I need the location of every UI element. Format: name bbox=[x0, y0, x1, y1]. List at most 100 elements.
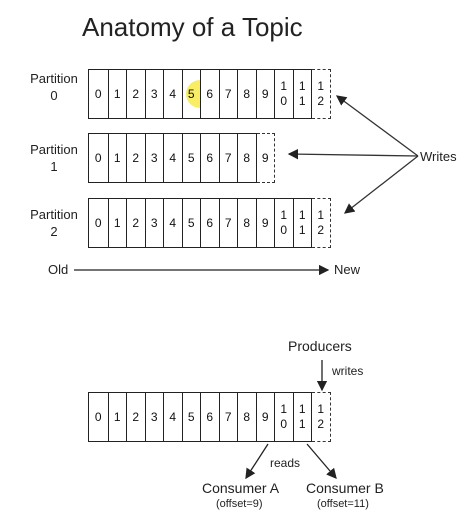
partition-2-offset-text: 1 bbox=[298, 223, 306, 237]
partition-1-offset-cell: 4 bbox=[163, 133, 182, 183]
partition-0-offset-text: 5 bbox=[187, 86, 195, 101]
consumer-b-name: Consumer B bbox=[306, 480, 384, 496]
new-label: New bbox=[334, 262, 361, 277]
consumer-log-offset-text: 0 bbox=[94, 409, 102, 424]
partition-1-offset-text: 1 bbox=[113, 150, 121, 165]
partition-1-offset-text: 7 bbox=[224, 150, 232, 165]
partition-1-offset-text: 2 bbox=[132, 150, 140, 165]
partition-1-offset-cell: 1 bbox=[107, 133, 126, 183]
partition-0-offset-text: 3 bbox=[150, 86, 158, 101]
partition-0-label: Partition 0 bbox=[22, 70, 86, 104]
partition-0-offset-text: 9 bbox=[261, 86, 269, 101]
partition-1-offset-text: 4 bbox=[169, 150, 177, 165]
partition-0-offset-text: 7 bbox=[224, 86, 232, 101]
partition-2-offset-text: 3 bbox=[150, 215, 158, 230]
partition-2-offset-cell: 9 bbox=[255, 198, 274, 248]
partition-2-label-line2: 2 bbox=[50, 224, 58, 239]
consumer-log-offset-cell: 6 bbox=[200, 392, 219, 442]
partition-1-offset-cell: 3 bbox=[144, 133, 163, 183]
consumer-log-offset-cell: 5 bbox=[181, 392, 200, 442]
partition-1-offset-cell: 6 bbox=[200, 133, 219, 183]
producers-label: Producers bbox=[288, 338, 352, 354]
partition-0-offset-text: 1 bbox=[298, 94, 306, 108]
partition-0-offset-cell: 0 bbox=[88, 69, 108, 119]
old-label: Old bbox=[48, 262, 69, 277]
partition-2-offset-text: 0 bbox=[94, 215, 102, 230]
consumer-log-offset-text: 0 bbox=[280, 417, 288, 431]
partition-0-offset-text: 1 bbox=[113, 86, 121, 101]
partition-2-offset-text: 6 bbox=[206, 215, 214, 230]
partition-0-label-line1: Partition bbox=[30, 71, 78, 86]
partition-0-offset-cell: 6 bbox=[200, 69, 219, 119]
consumer-a-offset: (offset=9) bbox=[216, 498, 263, 510]
partition-2-next-offset-text: 2 bbox=[317, 223, 325, 237]
partition-2-offset-text: 5 bbox=[187, 215, 195, 230]
partition-0-offset-cell: 2 bbox=[126, 69, 145, 119]
consumer-log-offset-cell: 3 bbox=[144, 392, 163, 442]
partition-2-offset-cell: 6 bbox=[200, 198, 219, 248]
partition-1-offset-text: 6 bbox=[206, 150, 214, 165]
partition-0-offset-text: 4 bbox=[169, 86, 177, 101]
partition-2-offset-text: 9 bbox=[261, 215, 269, 230]
consumer-log-offset-cell: 0 bbox=[88, 392, 108, 442]
partition-1-label-line2: 1 bbox=[50, 159, 58, 174]
partition-0-offset-cell: 9 bbox=[255, 69, 274, 119]
partition-0-offset-cell: 3 bbox=[144, 69, 163, 119]
consumer-log-offset-text: 9 bbox=[261, 409, 269, 424]
consumer-log-offset-text: 1 bbox=[280, 402, 288, 416]
partition-0-offset-text: 0 bbox=[280, 94, 288, 108]
partition-2-offset-cell: 5 bbox=[181, 198, 200, 248]
writes-arrow-partition-2 bbox=[343, 155, 419, 214]
partition-2-offset-text: 1 bbox=[113, 215, 121, 230]
partition-0-offset-text: 6 bbox=[206, 86, 214, 101]
partition-2-offset-text: 7 bbox=[224, 215, 232, 230]
partition-1-label-line1: Partition bbox=[30, 142, 78, 157]
partition-2-offset-text: 4 bbox=[169, 215, 177, 230]
partition-2-offset-cell: 3 bbox=[144, 198, 163, 248]
partition-1-offset-text: 0 bbox=[94, 150, 102, 165]
reads-arrow-consumer-b bbox=[306, 443, 337, 479]
partition-2-label: Partition 2 bbox=[22, 206, 86, 240]
partition-1-offset-text: 3 bbox=[150, 150, 158, 165]
partition-2-next-offset-text: 1 bbox=[317, 208, 325, 222]
partition-0-offset-cell: 7 bbox=[218, 69, 237, 119]
consumer-log-offset-text: 8 bbox=[243, 409, 251, 424]
consumer-log-offset-cell: 9 bbox=[255, 392, 274, 442]
partition-0-offset-text: 2 bbox=[132, 86, 140, 101]
partition-0-offset-text: 1 bbox=[298, 79, 306, 93]
partition-2-offset-text: 1 bbox=[280, 208, 288, 222]
consumer-log-offset-cell: 1 bbox=[107, 392, 126, 442]
partition-0-offset-cell: 1 bbox=[107, 69, 126, 119]
reads-arrow-consumer-a bbox=[245, 443, 269, 480]
partition-2-label-line1: Partition bbox=[30, 207, 78, 222]
partition-1-offset-cell: 8 bbox=[237, 133, 257, 183]
partition-2-offset-cell: 2 bbox=[126, 198, 145, 248]
consumer-log-offset-text: 7 bbox=[224, 409, 232, 424]
consumer-log-offset-cell: 7 bbox=[218, 392, 237, 442]
partition-1-next-offset-text: 9 bbox=[261, 150, 269, 165]
partition-0-next-offset-text: 1 bbox=[317, 79, 325, 93]
consumer-log-offset-text: 2 bbox=[132, 409, 140, 424]
consumer-log-next-offset-text: 1 bbox=[317, 402, 325, 416]
consumer-log-offset-text: 3 bbox=[150, 409, 158, 424]
partition-2-offset-text: 1 bbox=[298, 208, 306, 222]
partition-2-offset-cell: 7 bbox=[218, 198, 237, 248]
diagram-title: Anatomy of a Topic bbox=[82, 12, 303, 42]
partition-0-label-line2: 0 bbox=[50, 88, 58, 103]
reads-label: reads bbox=[270, 456, 301, 470]
consumer-a-name: Consumer A bbox=[202, 480, 280, 496]
partition-0-offset-text: 1 bbox=[280, 79, 288, 93]
producer-writes-label: writes bbox=[332, 364, 364, 378]
consumer-log-offset-cell: 2 bbox=[126, 392, 145, 442]
partition-2-offset-cell: 0 bbox=[88, 198, 108, 248]
